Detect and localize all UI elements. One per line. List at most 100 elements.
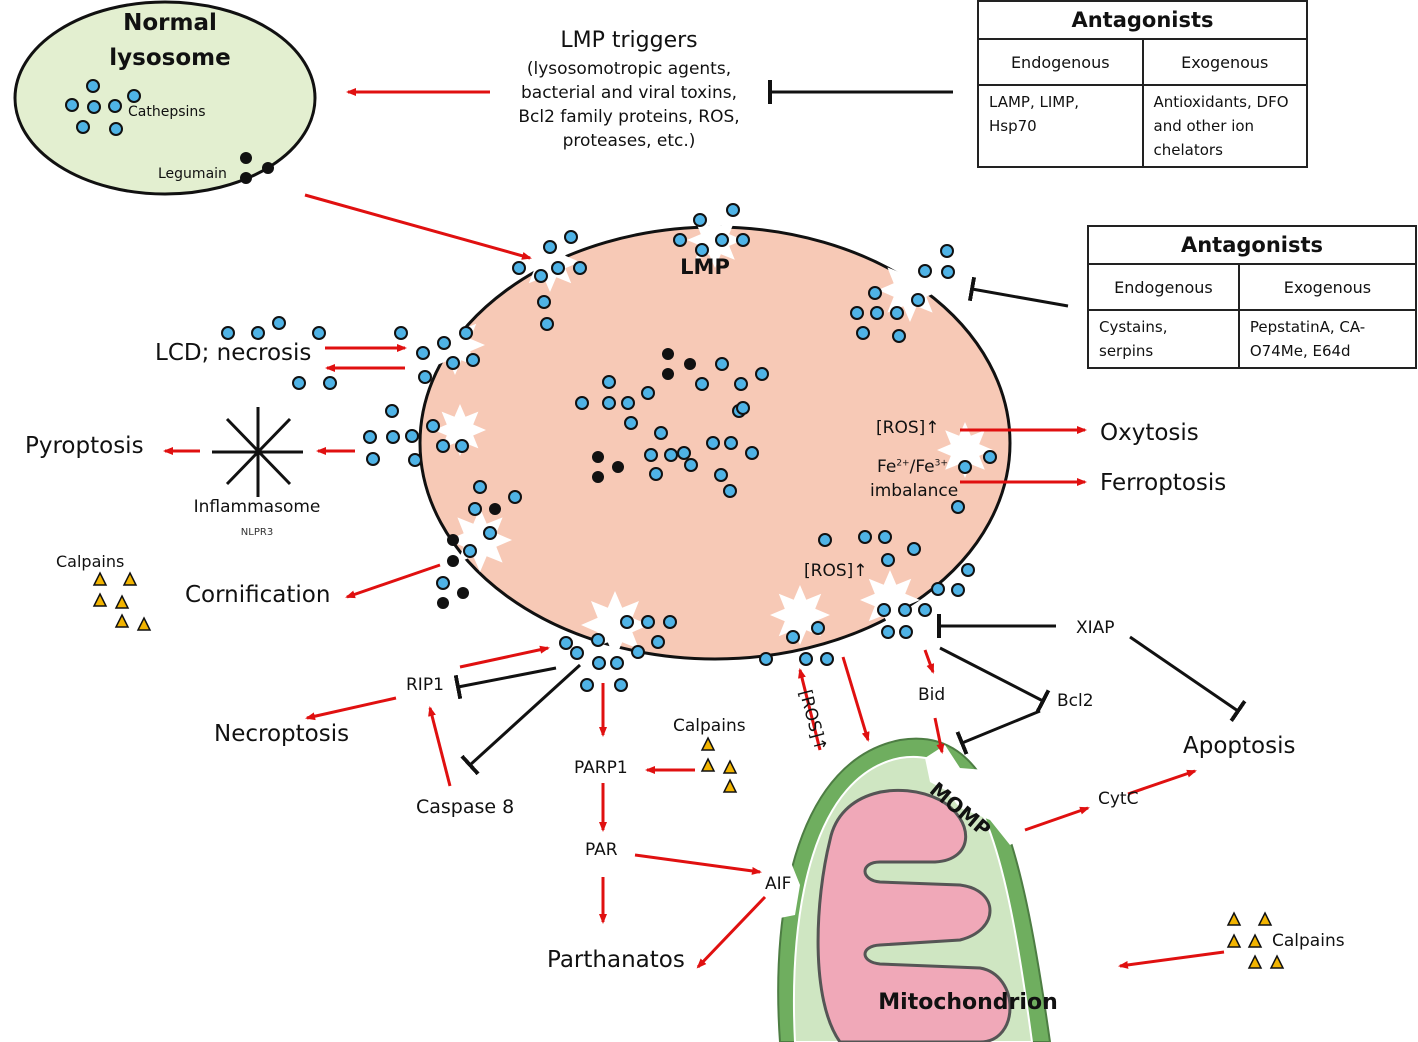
imbalance-label: imbalance bbox=[870, 481, 959, 501]
lmp-triggers-line: proteases, etc.) bbox=[562, 131, 696, 151]
calpains-label-mid: Calpains bbox=[673, 716, 746, 736]
cathepsin-particle bbox=[559, 636, 573, 650]
inhibition-line bbox=[460, 663, 582, 776]
ros-up-label-right: [ROS]↑ bbox=[876, 418, 940, 438]
cathepsin-particle bbox=[958, 460, 972, 474]
cathepsin-particle bbox=[573, 261, 587, 275]
cathepsin-particle bbox=[624, 416, 638, 430]
calpain-particle bbox=[92, 571, 108, 586]
activation-arrow bbox=[1118, 950, 1225, 969]
cathepsin-particle bbox=[745, 446, 759, 460]
inflammasome-icon bbox=[212, 407, 303, 497]
legumain-particle bbox=[592, 451, 604, 463]
calpain-particle bbox=[136, 616, 152, 631]
oxytosis-label: Oxytosis bbox=[1100, 420, 1199, 446]
cathepsin-particle bbox=[272, 316, 286, 330]
cathepsin-particle bbox=[292, 376, 306, 390]
bcl2-label: Bcl2 bbox=[1057, 691, 1094, 711]
cathepsin-particle bbox=[649, 467, 663, 481]
activation-arrow bbox=[696, 895, 767, 969]
cathepsin-particle bbox=[695, 377, 709, 391]
cathepsin-particle bbox=[534, 269, 548, 283]
cathepsin-particle bbox=[940, 244, 954, 258]
rupture-starburst bbox=[878, 258, 942, 322]
cathepsin-particle bbox=[437, 336, 451, 350]
cathepsin-particle bbox=[436, 576, 450, 590]
cathepsin-particle bbox=[463, 544, 477, 558]
cathepsin-particle bbox=[811, 621, 825, 635]
calpains-label-left: Calpains bbox=[56, 552, 125, 571]
endogenous-values: LAMP, LIMP, Hsp70 bbox=[977, 84, 1144, 168]
exogenous-values: PepstatinA, CA- O74Me, E64d bbox=[1237, 309, 1418, 369]
calpain-particle bbox=[722, 778, 738, 793]
cathepsin-particle bbox=[892, 329, 906, 343]
antagonists-title: Antagonists bbox=[977, 0, 1308, 40]
normal-lysosome-title-line1: Normal bbox=[123, 10, 217, 36]
inhibition-line bbox=[939, 646, 1051, 713]
exogenous-header: Exogenous bbox=[1237, 263, 1418, 311]
cathepsin-particle bbox=[312, 326, 326, 340]
cathepsin-particle bbox=[706, 436, 720, 450]
activation-arrow bbox=[841, 656, 870, 742]
fe-text: /Fe bbox=[909, 457, 935, 477]
necroptosis-label: Necroptosis bbox=[214, 721, 350, 747]
cathepsin-particle bbox=[695, 243, 709, 257]
fe-charge: 3+ bbox=[934, 458, 948, 469]
cathepsin-particle bbox=[570, 646, 584, 660]
legumain-label: Legumain bbox=[158, 166, 227, 182]
cathepsin-particle bbox=[551, 261, 565, 275]
legumain-particle bbox=[262, 162, 274, 174]
calpain-particle bbox=[114, 594, 130, 609]
fe-charge: 2+ bbox=[896, 458, 910, 469]
cathepsin-particle bbox=[602, 396, 616, 410]
cathepsin-particle bbox=[693, 213, 707, 227]
legumain-particle bbox=[489, 503, 501, 515]
cathepsin-particle bbox=[540, 317, 554, 331]
fe-imbalance-label: Fe2+/Fe3+ bbox=[877, 457, 948, 478]
cathepsin-particle bbox=[436, 439, 450, 453]
legumain-particle bbox=[592, 471, 604, 483]
endogenous-header: Endogenous bbox=[1087, 263, 1240, 311]
cathepsin-particle bbox=[446, 356, 460, 370]
cathepsin-particle bbox=[644, 448, 658, 462]
cathepsin-particle bbox=[386, 430, 400, 444]
cathepsin-particle bbox=[610, 656, 624, 670]
activation-arrow bbox=[1024, 806, 1090, 832]
cathepsin-particle bbox=[455, 439, 469, 453]
cathepsin-particle bbox=[76, 120, 90, 134]
calpain-particle bbox=[722, 759, 738, 774]
cathepsin-particle bbox=[614, 678, 628, 692]
particles-layer bbox=[65, 79, 1285, 969]
cathepsin-particle bbox=[724, 436, 738, 450]
cathepsin-particle bbox=[416, 346, 430, 360]
cathepsin-particle bbox=[911, 293, 925, 307]
cathepsin-particle bbox=[109, 122, 123, 136]
ferroptosis-label: Ferroptosis bbox=[1100, 470, 1227, 496]
cathepsin-particle bbox=[918, 264, 932, 278]
inhibition-line bbox=[1129, 635, 1247, 723]
cathepsin-particle bbox=[850, 306, 864, 320]
cathepsin-particle bbox=[918, 603, 932, 617]
activation-arrow bbox=[428, 706, 452, 787]
mitochondrion-label: Mitochondrion bbox=[878, 990, 1058, 1015]
exogenous-values: Antioxidants, DFO and other ion chelator… bbox=[1141, 84, 1308, 168]
endogenous-header: Endogenous bbox=[977, 38, 1144, 86]
cathepsin-particle bbox=[907, 542, 921, 556]
cathepsin-particle bbox=[951, 500, 965, 514]
normal-lysosome-title-line2: lysosome bbox=[109, 45, 231, 71]
cathepsin-particle bbox=[108, 99, 122, 113]
cathepsin-particle bbox=[755, 367, 769, 381]
cathepsin-particle bbox=[394, 326, 408, 340]
lmp-triggers-title: LMP triggers bbox=[560, 28, 698, 53]
cathepsin-particle bbox=[621, 396, 635, 410]
cathepsin-particle bbox=[951, 583, 965, 597]
aif-rupture bbox=[760, 860, 800, 920]
endogenous-value: serpins bbox=[1099, 342, 1154, 360]
cathepsin-particle bbox=[715, 357, 729, 371]
legumain-particle bbox=[612, 461, 624, 473]
cathepsin-particle bbox=[684, 458, 698, 472]
fe-text: Fe bbox=[877, 457, 897, 477]
cathepsin-particle bbox=[881, 625, 895, 639]
antagonists-table-top: Antagonists Endogenous Exogenous LAMP, L… bbox=[977, 0, 1308, 168]
activation-arrow bbox=[923, 649, 935, 674]
